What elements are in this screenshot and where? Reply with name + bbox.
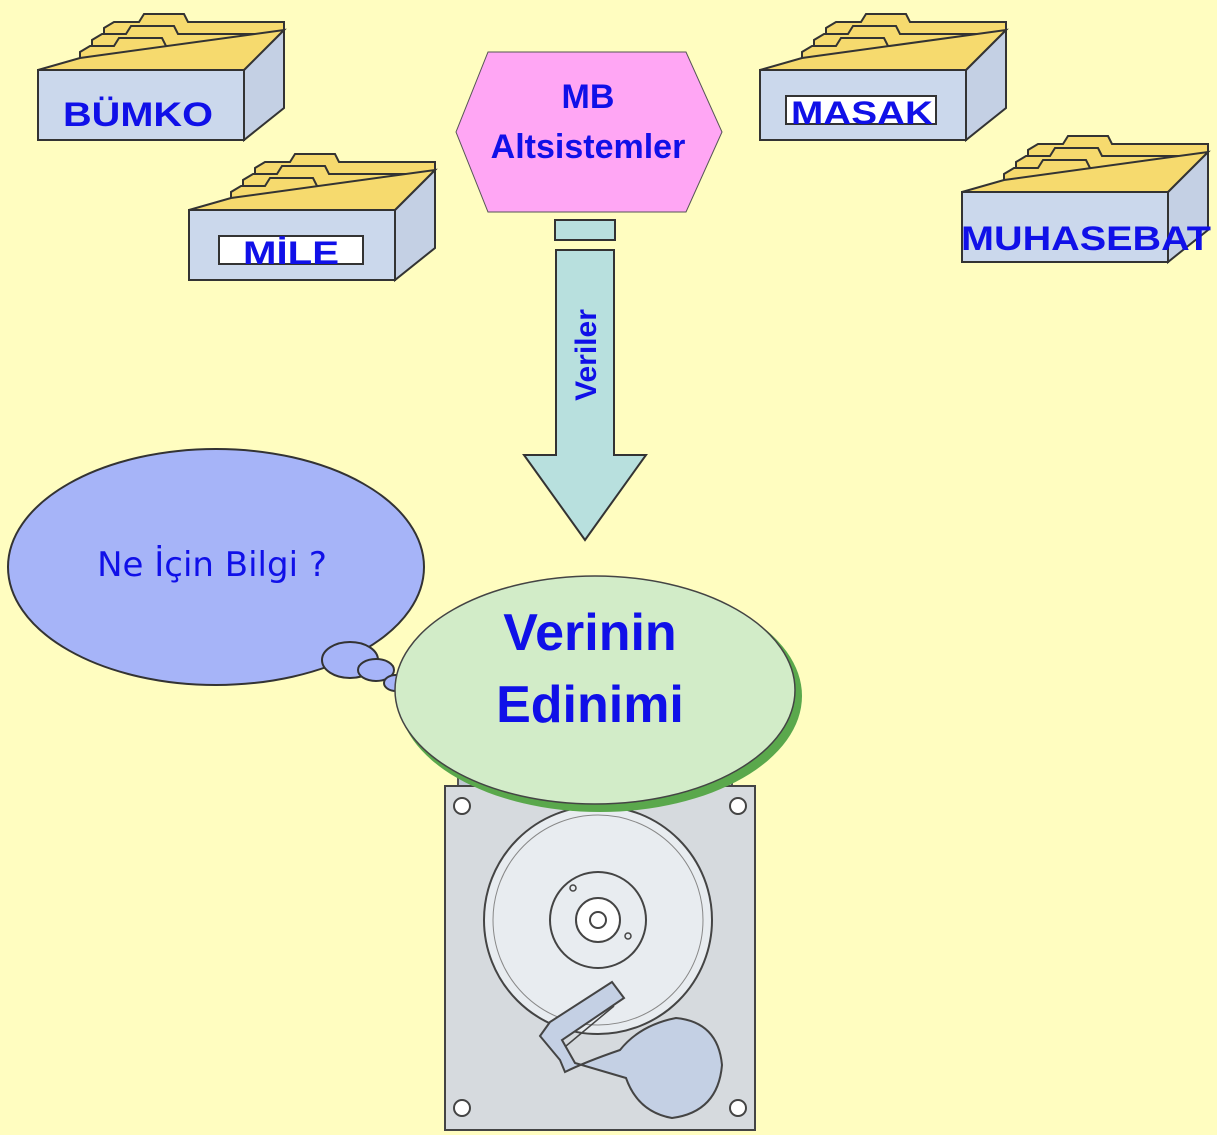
arrow-down-icon (522, 249, 648, 542)
thought-text: Ne İçin Bilgi ? (97, 545, 327, 585)
process-title-line1: Verinin (503, 604, 676, 662)
process-ellipse: Verinin Edinimi (394, 575, 802, 812)
thought-cloud: Ne İçin Bilgi ? (7, 448, 425, 692)
data-flow-arrow: Veriler (522, 219, 648, 542)
label-plate (218, 235, 364, 265)
folder-label-bumko: BÜMKO (63, 96, 213, 134)
hard-disk-icon (444, 774, 756, 1131)
folder-label-mile: MİLE (243, 235, 339, 271)
process-title-line2: Edinimi (496, 676, 684, 734)
label-plate (785, 95, 937, 125)
source-hexagon: MB Altsistemler (455, 51, 723, 213)
arrow-tail-block (554, 219, 616, 241)
folder-box-mile: MİLE (188, 153, 436, 281)
source-subtitle: Altsistemler (491, 128, 686, 166)
folder-box-muhasebat: MUHASEBAT (961, 135, 1211, 263)
folder-box-bumko: BÜMKO (37, 13, 285, 141)
folder-label-masak: MASAK (791, 95, 933, 131)
folder-box-masak: MASAK (759, 13, 1007, 141)
arrow-label: Veriler (570, 309, 603, 401)
source-title: MB (562, 78, 615, 116)
folder-label-muhasebat: MUHASEBAT (961, 220, 1211, 258)
